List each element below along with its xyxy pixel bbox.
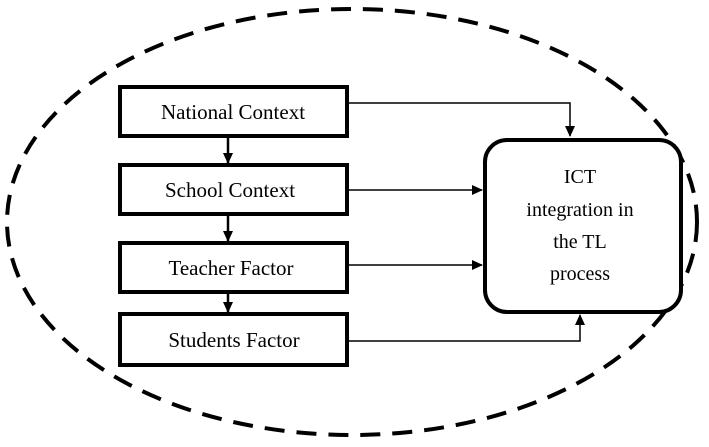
ict-label-line-4: process [550,263,610,285]
national-context-label: National Context [161,100,305,124]
ict-label-line-2: integration in [526,199,633,221]
students-factor-box [118,312,349,367]
ict-integration-box [483,138,683,314]
ict-label-line-1: ICT [564,166,596,188]
teacher-factor-box [118,241,349,294]
ict-label-line-3: the TL [553,231,607,253]
boundary-ellipse [5,7,699,437]
school-context-label: School Context [165,178,295,202]
school-context-box [118,163,349,216]
arrow-national-to-ict [347,102,575,137]
arrow-students-to-ict [347,314,585,342]
teacher-factor-label: Teacher Factor [168,256,293,280]
students-factor-label: Students Factor [168,328,299,352]
national-context-box [118,85,349,138]
